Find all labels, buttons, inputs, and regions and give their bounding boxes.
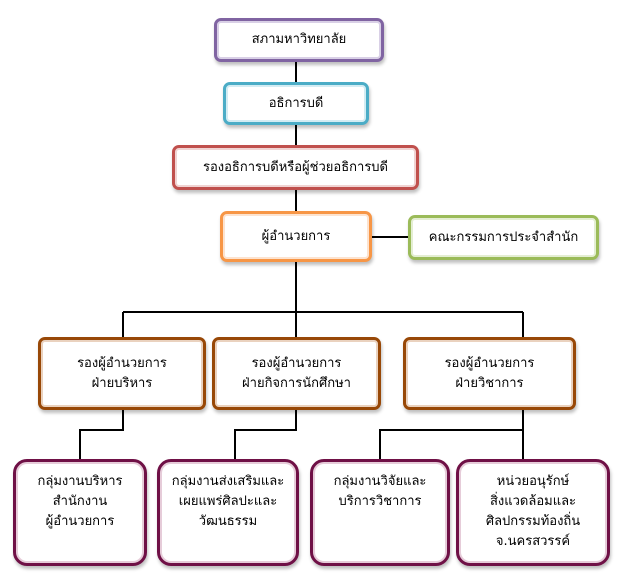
node-deputy-student: รองผู้อำนวยการ ฝ่ายกิจการนักศึกษา (212, 337, 381, 410)
node-university-council: สภามหาวิทยาลัย (214, 18, 384, 62)
node-director-label: ผู้อำนวยการ (261, 228, 331, 244)
node-deputy-academic: รองผู้อำนวยการ ฝ่ายวิชาการ (403, 337, 576, 410)
node-unit-arts-line2: เผยแพร่ศิลปะและ (178, 494, 278, 509)
node-president: อธิการบดี (223, 82, 369, 125)
line-deputy-academic-units (379, 409, 524, 460)
node-unit-admin-line1: กลุ่มงานบริหาร (37, 474, 123, 489)
node-unit-local-line1: หน่วยอนุรักษ์ (496, 474, 570, 489)
node-unit-local: หน่วยอนุรักษ์ สิ่งแวดล้อมและ ศิลปกรรมท้อ… (456, 459, 610, 566)
node-deputy-academic-line1: รองผู้อำนวยการ (444, 355, 535, 371)
node-president-label: อธิการบดี (268, 95, 324, 111)
node-deputy-admin-line2: ฝ่ายบริหาร (91, 375, 153, 391)
node-unit-local-line4: จ.นครสวรรค์ (495, 534, 571, 549)
node-unit-admin-line3: ผู้อำนวยการ (45, 514, 115, 529)
node-unit-admin: กลุ่มงานบริหาร สำนักงาน ผู้อำนวยการ (13, 459, 147, 566)
node-deputy-admin: รองผู้อำนวยการ ฝ่ายบริหาร (38, 337, 206, 410)
node-deputy-student-line1: รองผู้อำนวยการ (251, 355, 342, 371)
node-committee: คณะกรรมการประจำสำนัก (408, 215, 599, 260)
node-university-council-label: สภามหาวิทยาลัย (251, 32, 347, 47)
node-deputy-admin-line1: รองผู้อำนวยการ (77, 355, 167, 371)
node-committee-label: คณะกรรมการประจำสำนัก (428, 229, 579, 245)
node-unit-arts-line1: กลุ่มงานส่งเสริมและ (171, 474, 285, 489)
node-director: ผู้อำนวยการ (220, 211, 372, 262)
node-unit-research-line1: กลุ่มงานวิจัยและ (333, 474, 427, 489)
line-deputy-student-unit (234, 409, 297, 460)
node-vice-president: รองอธิการบดีหรือผู้ช่วยอธิการบดี (172, 145, 419, 190)
node-unit-local-line2: สิ่งแวดล้อมและ (489, 494, 577, 509)
node-unit-arts-line3: วัฒนธรรม (198, 514, 258, 529)
node-unit-research-line2: บริการวิชาการ (338, 494, 422, 509)
node-unit-admin-line2: สำนักงาน (52, 494, 108, 509)
node-deputy-academic-line2: ฝ่ายวิชาการ (455, 375, 524, 391)
node-unit-arts: กลุ่มงานส่งเสริมและ เผยแพร่ศิลปะและ วัฒน… (157, 459, 299, 566)
node-vice-president-label: รองอธิการบดีหรือผู้ช่วยอธิการบดี (202, 159, 389, 175)
node-unit-research: กลุ่มงานวิจัยและ บริการวิชาการ (310, 459, 450, 566)
line-deputy-admin-unit (79, 409, 124, 460)
node-unit-local-line3: ศิลปกรรมท้องถิ่น (485, 514, 581, 529)
node-deputy-student-line2: ฝ่ายกิจการนักศึกษา (242, 375, 351, 391)
